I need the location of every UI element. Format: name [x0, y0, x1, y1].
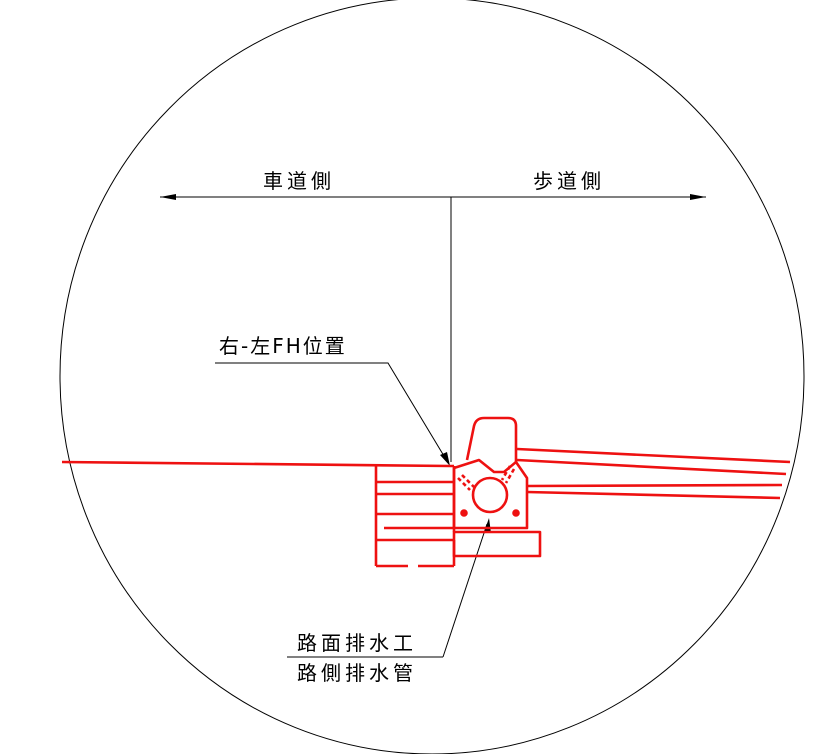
bolt-dot-left	[460, 509, 468, 517]
inlet-dash-left-1	[457, 477, 471, 491]
gutter-block	[452, 458, 529, 530]
structure-drawing	[61, 416, 791, 568]
pavement-layers	[374, 466, 456, 568]
fh-position-label: 右-左FH位置	[219, 334, 347, 358]
fh-leader-line	[215, 362, 450, 466]
road-surface-line	[61, 460, 454, 468]
road-surface-drainage-label: 路面排水工	[297, 631, 417, 655]
detail-circle	[59, 0, 805, 754]
inlet-dash-left-2	[461, 474, 475, 488]
sidewalk-line-4	[526, 490, 781, 500]
drain-pipe	[471, 476, 509, 514]
roadway-side-label: 車道側	[263, 169, 335, 193]
sidewalk-side-label: 歩道側	[533, 169, 605, 193]
fh-leader-arrowhead	[440, 452, 450, 466]
sidewalk-line-3	[526, 483, 783, 488]
left-arrowhead	[160, 194, 176, 200]
base-slab	[452, 530, 542, 558]
sidewalk-top-line	[516, 447, 791, 464]
roadside-drain-pipe-label: 路側排水管	[297, 661, 417, 685]
curb-stone	[465, 416, 518, 462]
inlet-dash-right-2	[504, 468, 516, 484]
bolt-dot-right	[512, 509, 520, 517]
inlet-dash-right-1	[500, 465, 512, 481]
right-arrowhead	[690, 194, 706, 200]
sidewalk-line-2	[516, 458, 787, 476]
side-dimension-line	[160, 194, 706, 200]
